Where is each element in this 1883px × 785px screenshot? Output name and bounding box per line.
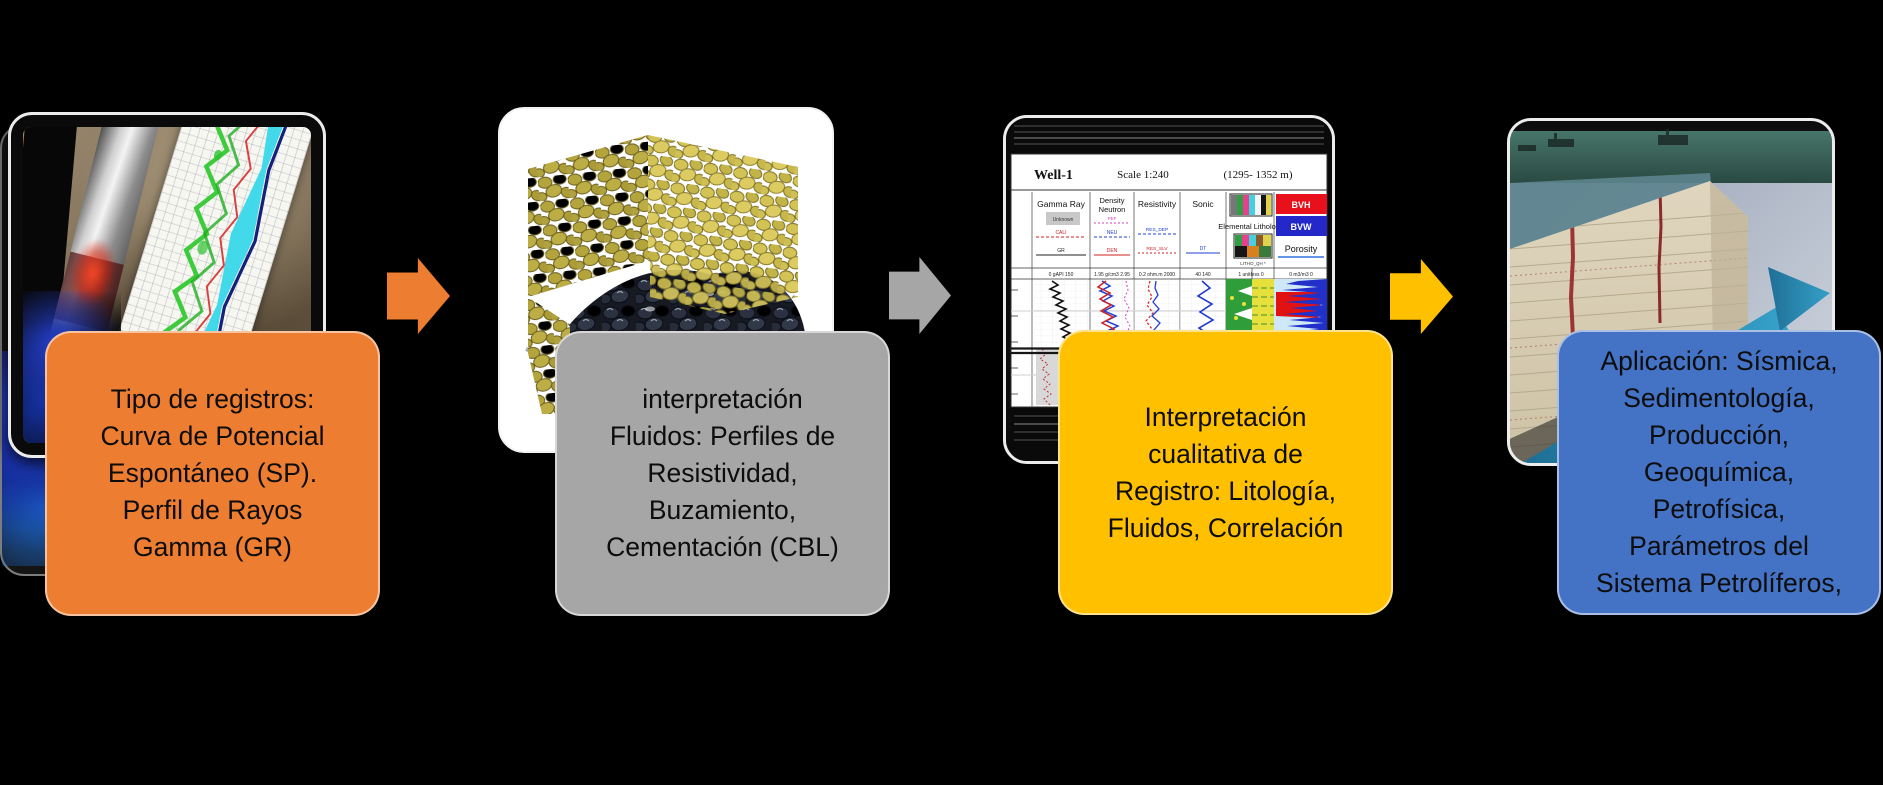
curve-res-dep: RES_DEP	[1146, 227, 1168, 233]
step-line: Tipo de registros:	[110, 384, 315, 414]
track-density: Density	[1099, 196, 1124, 205]
arrow-step-2-to-3	[889, 257, 951, 334]
bvh-legend-box	[1276, 194, 1327, 214]
track-porosity: Porosity	[1285, 244, 1318, 254]
lithology-legend-strip-2	[1233, 233, 1273, 259]
step-line: Producción,	[1649, 420, 1789, 450]
step-line: Aplicación: Sísmica,	[1600, 346, 1838, 376]
step-line: Curva de Potencial	[100, 421, 325, 451]
step-line: Interpretación	[1144, 401, 1307, 432]
lithology-legend-strip	[1229, 193, 1273, 217]
step-line: interpretación	[642, 384, 803, 414]
step-line: Sedimentología,	[1623, 383, 1815, 413]
step-line: Espontáneo (SP).	[107, 458, 318, 488]
scale-resistivity: 0.2 ohm.m 2000	[1139, 272, 1175, 278]
curve-litho: LITHO_QH *	[1240, 261, 1266, 266]
track-lithology: Elemental Lithology	[1218, 222, 1284, 231]
log-scale-label: Scale 1:240	[1117, 169, 1169, 181]
track-gamma-ray: Gamma Ray	[1037, 199, 1085, 209]
track-sonic: Sonic	[1192, 199, 1214, 209]
step-line: Petrofísica,	[1652, 494, 1786, 524]
curve-dt: DT	[1200, 246, 1207, 252]
res-slv-curve	[1145, 280, 1154, 406]
curve-gr: GR	[1057, 248, 1065, 254]
curve-den: DEN	[1107, 248, 1118, 254]
scale-porosity: 0 m3/m3 0	[1289, 272, 1313, 278]
curve-cali: CALI	[1055, 230, 1066, 236]
step-box-interpretacion-cualitativa: Interpretación cualitativa de Registro: …	[1058, 330, 1393, 615]
arrow-step-1-to-2	[387, 258, 450, 334]
bvh-label: BVH	[1291, 200, 1310, 210]
step-line: Perfil de Rayos	[122, 495, 303, 525]
step-line: cualitativa de	[1148, 438, 1303, 469]
step-box-aplicacion: Aplicación: Sísmica, Sedimentología, Pro…	[1557, 330, 1881, 615]
step-line: Fluidos, Correlación	[1107, 512, 1344, 543]
step-line: Resistividad,	[647, 458, 798, 488]
step-line: Registro: Litología,	[1115, 475, 1336, 506]
scale-gamma: 0 gAPI 150	[1049, 272, 1074, 278]
well-path-2	[1657, 186, 1663, 324]
platform-silhouettes	[1518, 129, 1688, 151]
step-box-tipo-registros: Tipo de registros: Curva de Potencial Es…	[45, 331, 380, 616]
step-line: Fluidos: Perfiles de	[609, 421, 836, 451]
step-line: Buzamiento,	[648, 495, 797, 525]
step-line: Parámetros del	[1629, 531, 1809, 561]
well-name: Well-1	[1034, 168, 1073, 183]
track-neutron: Neutron	[1099, 205, 1126, 214]
scale-density: 1.95 g/cm3 2.95	[1094, 272, 1130, 278]
curve-res-slv: RES_SLV	[1146, 246, 1168, 252]
depth-range-label: (1295- 1352 m)	[1223, 169, 1292, 181]
swoosh-arrowhead	[1768, 267, 1830, 331]
track-resistivity: Resistivity	[1138, 199, 1177, 209]
cali-curve	[1039, 348, 1052, 406]
bvw-legend-box	[1276, 216, 1327, 236]
step-line: Sistema Petrolíferos,	[1596, 568, 1842, 598]
step-line: Cementación (CBL)	[606, 532, 839, 562]
arrow-step-3-to-4	[1390, 259, 1453, 334]
step-box-interpretacion-fluidos: interpretación Fluidos: Perfiles de Resi…	[555, 331, 890, 616]
step-line: Geoquímica,	[1643, 457, 1795, 487]
curve-unknown: Unknown	[1053, 217, 1074, 223]
bvw-label: BVW	[1291, 222, 1313, 232]
curve-neu: NEU	[1107, 230, 1118, 236]
scale-sonic: 40 140	[1195, 272, 1211, 278]
step-line: Gamma (GR)	[133, 532, 292, 562]
curve-pef: PEF	[1108, 216, 1117, 221]
scale-lithology: 1 unitless 0	[1238, 272, 1264, 278]
